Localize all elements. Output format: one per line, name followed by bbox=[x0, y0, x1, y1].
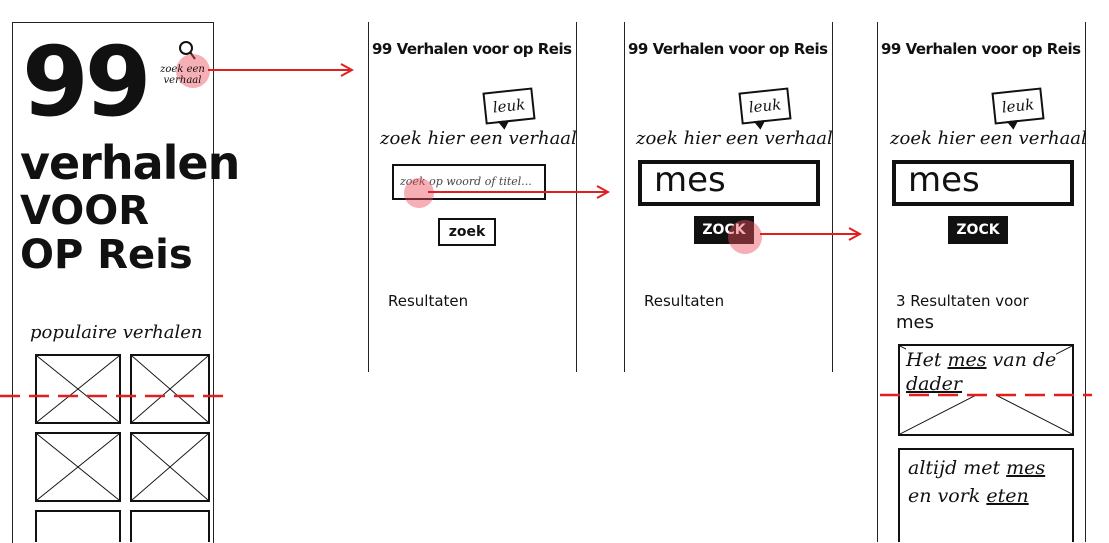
results-query: mes bbox=[896, 312, 934, 333]
story-thumbnail[interactable] bbox=[130, 432, 210, 502]
magnifier-icon[interactable] bbox=[178, 40, 198, 62]
results-count: 3 Resultaten voor bbox=[896, 292, 1029, 310]
title-line-1: verhalen bbox=[20, 136, 240, 190]
story-thumbnail[interactable] bbox=[130, 354, 210, 424]
search-button[interactable]: zoek bbox=[438, 218, 496, 246]
screen-header: 99 Verhalen voor op Reis bbox=[628, 40, 828, 58]
story-thumbnail[interactable] bbox=[35, 432, 121, 502]
search-input[interactable]: mes bbox=[892, 160, 1074, 206]
search-prompt: zoek hier een verhaal bbox=[636, 128, 833, 149]
search-input[interactable]: zoek op woord of titel... bbox=[392, 164, 546, 200]
search-prompt: zoek hier een verhaal bbox=[380, 128, 577, 149]
title-line-2: VOOR bbox=[20, 188, 150, 234]
search-value: mes bbox=[908, 160, 980, 200]
screen-1-frame bbox=[12, 22, 214, 543]
search-link[interactable]: zoek een verhaal bbox=[160, 64, 205, 86]
search-button[interactable]: ZOCK bbox=[948, 216, 1008, 244]
search-placeholder: zoek op woord of titel... bbox=[400, 175, 532, 188]
screen-2-frame bbox=[368, 22, 577, 372]
search-value: mes bbox=[654, 160, 726, 200]
search-button[interactable]: ZOCK bbox=[694, 216, 754, 244]
story-thumbnail[interactable] bbox=[35, 510, 121, 542]
search-input[interactable]: mes bbox=[638, 160, 820, 206]
screen-header: 99 Verhalen voor op Reis bbox=[881, 40, 1081, 58]
tap-indicator bbox=[728, 220, 762, 254]
big-number: 99 bbox=[22, 26, 152, 138]
results-label: Resultaten bbox=[388, 292, 469, 310]
story-thumbnail[interactable] bbox=[35, 354, 121, 424]
story-thumbnail[interactable] bbox=[130, 510, 210, 542]
screen-4-frame bbox=[877, 22, 1086, 542]
results-label: Resultaten bbox=[644, 292, 725, 310]
search-prompt: zoek hier een verhaal bbox=[890, 128, 1087, 149]
screen-3-frame bbox=[624, 22, 833, 372]
screen-header: 99 Verhalen voor op Reis bbox=[372, 40, 572, 58]
tap-indicator bbox=[176, 54, 210, 88]
title-line-3: OP Reis bbox=[20, 232, 193, 278]
section-title: populaire verhalen bbox=[30, 322, 203, 343]
